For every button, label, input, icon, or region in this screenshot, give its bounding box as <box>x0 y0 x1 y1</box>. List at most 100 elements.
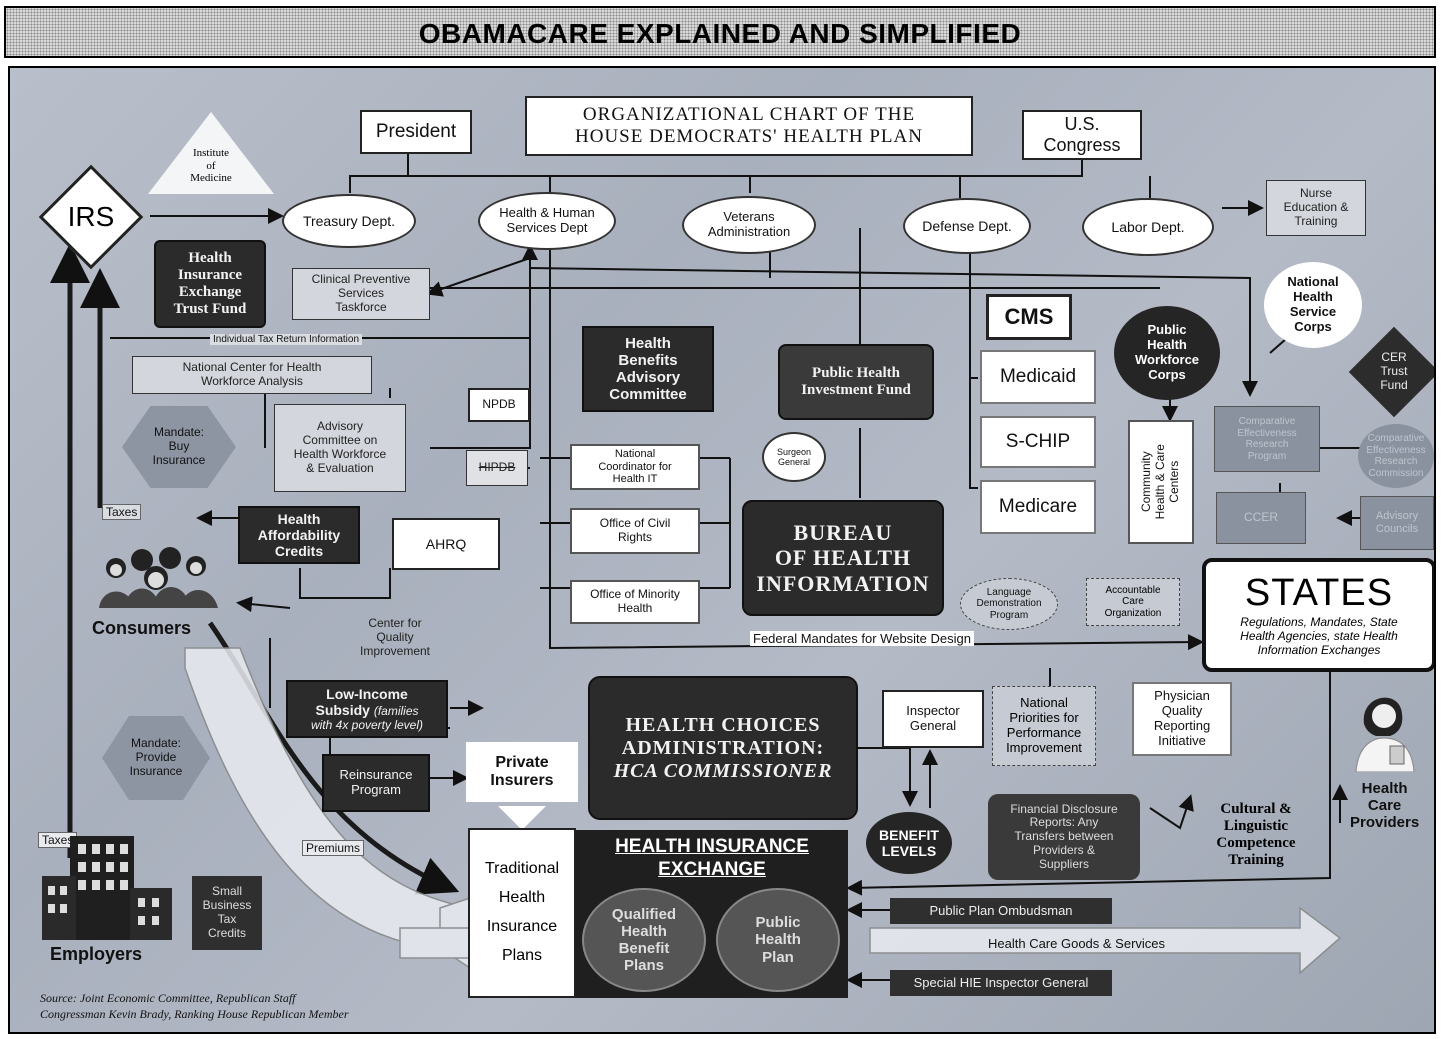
acwe-line4: & Evaluation <box>306 460 374 475</box>
ncit-line2: Coordinator for <box>598 460 672 473</box>
president-label: President <box>375 121 457 143</box>
cqi-line1: Center for <box>368 616 422 631</box>
connector-lines <box>50 152 1380 988</box>
ncit-line1: National <box>614 448 656 461</box>
nurse-line1: Nurse <box>1299 186 1332 201</box>
ldp-line2: Demonstration <box>976 598 1042 610</box>
hac-line1: Health <box>277 510 321 527</box>
cerc-line3: Research <box>1374 456 1418 467</box>
mandate-provide-line3: Insurance <box>129 763 183 778</box>
acwe-line1: Advisory <box>316 419 363 434</box>
trust-fund-line1: Health <box>188 249 232 266</box>
defense-label: Defense Dept. <box>922 217 1012 234</box>
bureau-line1: BUREAU <box>793 520 893 546</box>
npp-line2: Priorities for <box>1009 710 1079 726</box>
chart-title-line2: HOUSE DEMOCRATS' HEALTH PLAN <box>575 126 923 147</box>
php-line2: Health <box>755 931 801 949</box>
trust-fund-line4: Trust Fund <box>173 301 247 318</box>
mandate-provide-line2: Provide <box>135 750 177 765</box>
shig-label: Special HIE Inspector General <box>913 974 1089 990</box>
adv-councils-line2: Councils <box>1375 523 1419 535</box>
lis-note1: (families <box>373 703 419 718</box>
cer-tf-line2: Trust <box>1380 364 1408 379</box>
doctor-icon <box>1350 684 1420 772</box>
benefit-levels-line1: BENEFIT <box>879 826 939 843</box>
hbac-line2: Benefits <box>618 351 678 369</box>
thip-line4: Plans <box>501 946 543 964</box>
states-label: STATES <box>1244 572 1394 615</box>
private-insurers-line2: Insurers <box>490 772 554 789</box>
ahrq-box: AHRQ <box>392 518 500 570</box>
congress-box: U.S. Congress <box>1022 110 1142 160</box>
nhsc-line3: Service <box>1289 304 1337 319</box>
pqri-line4: Initiative <box>1158 732 1206 748</box>
tax-return-info-label: Individual Tax Return Information <box>210 334 363 345</box>
cerp-line1: Comparative <box>1238 416 1296 427</box>
mandate-buy-line2: Buy <box>168 439 190 454</box>
taxes-label-top: Taxes <box>102 504 142 520</box>
sbtc-line2: Business <box>202 898 252 913</box>
cms-label: CMS <box>1004 304 1054 330</box>
cerp-line2: Effectiveness <box>1237 427 1297 439</box>
cerp-line4: Program <box>1247 450 1287 462</box>
acwe-line3: Health Workforce <box>293 447 387 461</box>
aco-line1: Accountable <box>1105 584 1161 596</box>
lis-line2: Subsidy <box>315 701 370 718</box>
org-chart-canvas: ORGANIZATIONAL CHART OF THE HOUSE DEMOCR… <box>8 66 1436 1034</box>
fd-line5: Suppliers <box>1038 856 1090 871</box>
institute-line1: Institute <box>192 147 230 160</box>
fd-line1: Financial Disclosure <box>1010 801 1118 816</box>
qhbp-line1: Qualified <box>611 905 677 923</box>
states-box: STATES Regulations, Mandates, State Heal… <box>1202 558 1434 672</box>
hhs-line1: Health & Human <box>499 205 595 221</box>
hie-title-line1: HEALTH INSURANCE <box>615 836 809 857</box>
congress-line1: U.S. <box>1064 114 1100 135</box>
federal-mandates-label: Federal Mandates for Website Design <box>750 631 974 646</box>
hhs-line2: Services Dept <box>506 220 588 235</box>
states-sub-line3: Information Exchanges <box>1257 642 1381 657</box>
lis-note2: with 4x poverty level) <box>310 717 424 732</box>
treasury-dept: Treasury Dept. <box>282 194 416 248</box>
bureau-line2: OF HEALTH <box>774 545 912 571</box>
fd-line4: Providers & <box>1032 842 1096 857</box>
ccer-box: CCER <box>1216 492 1306 544</box>
npdb-label: NPDB <box>482 397 516 412</box>
hca-line3: HCA COMMISSIONER <box>613 759 833 782</box>
hcp-line3: Providers <box>1350 814 1420 831</box>
hcp-line2: Care <box>1367 797 1402 814</box>
title-banner: OBAMACARE EXPLAINED AND SIMPLIFIED <box>4 6 1436 58</box>
pqri-line2: Quality <box>1161 703 1203 719</box>
phi-line2: Investment Fund <box>801 382 911 398</box>
source-line2: Congressman Kevin Brady, Ranking House R… <box>40 1007 349 1022</box>
hcp-line1: Health <box>1361 780 1408 797</box>
public-plan-ombudsman-box: Public Plan Ombudsman <box>890 898 1112 924</box>
consumers-icon <box>94 538 224 608</box>
phi-line1: Public Health <box>812 364 900 381</box>
cerc-line4: Commission <box>1368 467 1424 479</box>
physician-icon <box>1355 697 1415 772</box>
cer-tf-line1: CER <box>1381 350 1407 365</box>
hbac-line1: Health <box>625 334 671 352</box>
treasury-label: Treasury Dept. <box>302 212 396 229</box>
ahrq-label: AHRQ <box>425 535 467 552</box>
php-line1: Public <box>755 914 801 932</box>
cms-box: CMS <box>986 294 1072 340</box>
